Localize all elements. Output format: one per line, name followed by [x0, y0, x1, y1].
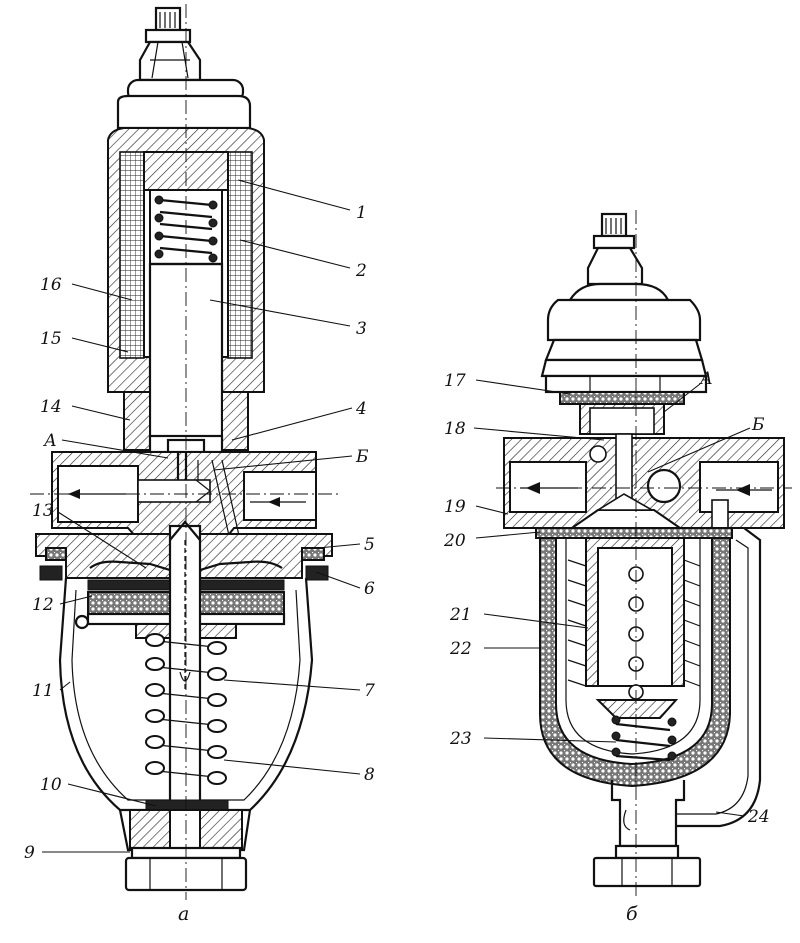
coil-cap-b: [540, 298, 708, 394]
label-7: 7: [364, 681, 375, 701]
label-15: 15: [40, 329, 62, 349]
label-14: 14: [40, 397, 62, 417]
label-17: 17: [444, 371, 466, 391]
stem-a: [168, 520, 202, 828]
coil-cap-a: [116, 94, 252, 130]
filter-element-b: [567, 537, 701, 719]
spring-b: [611, 715, 677, 762]
spring-a-bottom: [145, 633, 227, 785]
label-18: 18: [444, 419, 466, 439]
view-a-leaders: [42, 179, 361, 853]
bowl-b: [535, 527, 762, 828]
seal-b: [559, 391, 685, 405]
view-b-filter-valve: [496, 210, 792, 900]
valve-body-b: [503, 403, 785, 529]
caption-a: а: [178, 903, 189, 925]
caption-b: б: [626, 903, 638, 925]
label-b-cyrillic-a: Б: [355, 447, 369, 467]
label-20: 20: [443, 531, 466, 551]
coil-winding-right: [227, 151, 253, 359]
view-b-leaders: [473, 379, 751, 817]
label-a-cyrillic-b: А: [699, 369, 713, 389]
label-a-cyrillic-a: А: [43, 431, 57, 451]
label-1: 1: [356, 203, 367, 223]
label-4: 4: [355, 399, 367, 419]
label-21: 21: [449, 605, 472, 625]
label-19: 19: [444, 497, 466, 517]
view-b-labels: 17 18 А Б 19 20 21 22 23 24 б: [443, 369, 770, 925]
label-5: 5: [364, 535, 375, 555]
label-23: 23: [449, 729, 472, 749]
label-8: 8: [364, 765, 375, 785]
label-2: 2: [355, 261, 367, 281]
label-9: 9: [24, 843, 35, 863]
label-13: 13: [32, 501, 54, 521]
drain-b: [592, 780, 702, 888]
view-a-labels: 1 2 3 4 Б 5 6 7 8 9 10 11 12 13 А 14 15 …: [24, 203, 375, 925]
label-11: 11: [32, 681, 54, 701]
label-12: 12: [32, 595, 54, 615]
label-16: 16: [40, 275, 62, 295]
label-3: 3: [356, 319, 367, 339]
label-b-cyrillic-b: Б: [751, 415, 765, 435]
label-22: 22: [449, 639, 472, 659]
label-24: 24: [747, 807, 770, 827]
label-6: 6: [364, 579, 375, 599]
view-a-solenoid-valve: [30, 4, 340, 900]
label-10: 10: [40, 775, 62, 795]
neck-a: [123, 391, 249, 454]
connector-a: [126, 6, 245, 104]
connector-b: [586, 212, 644, 286]
coil-winding-left: [119, 151, 145, 359]
